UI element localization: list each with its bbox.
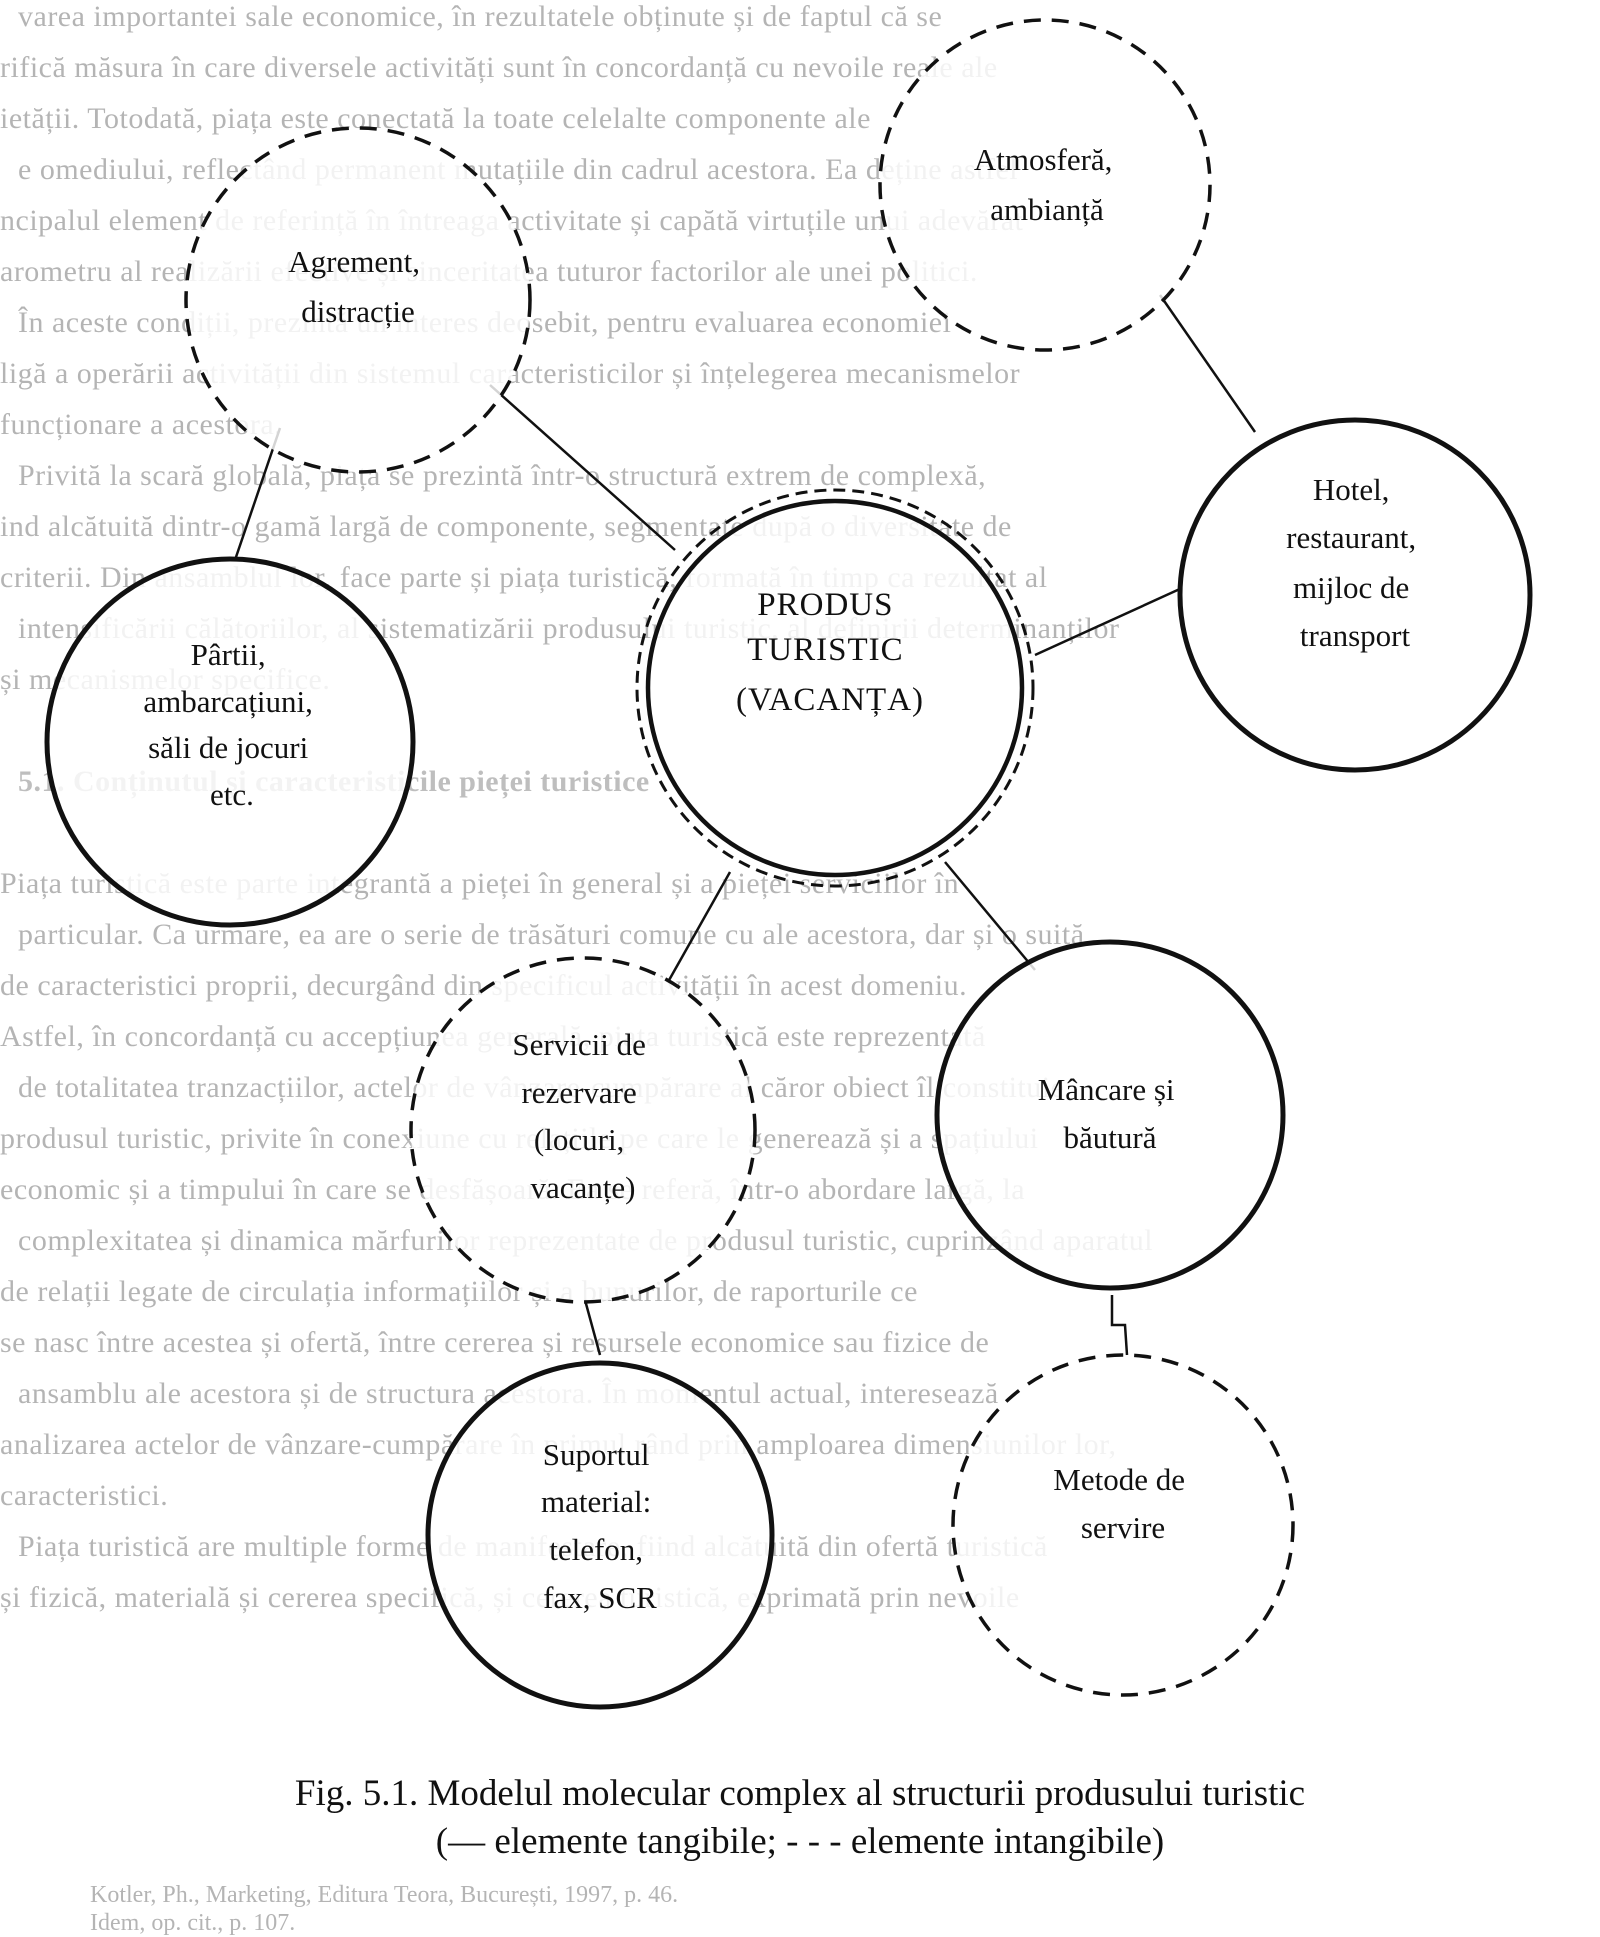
node-atmosfera-circle: [878, 18, 1212, 352]
node-mancare-circle: [934, 939, 1286, 1291]
background-text-line: Privită la scară globală, piața se prezi…: [18, 459, 987, 492]
background-text-line: ietății. Totodată, piața este conectată …: [0, 102, 871, 135]
node-label-line: Mâncare și: [1038, 1072, 1175, 1107]
node-suport: Suportul material: telefon, fax, SCR: [425, 1360, 775, 1710]
node-label-line: fax, SCR: [543, 1580, 657, 1615]
node-label-line: material:: [541, 1484, 651, 1519]
node-label-line: săli de jocuri: [148, 730, 309, 765]
figure-caption-legend: (— elemente tangibile; - - - elemente in…: [435, 1821, 1165, 1862]
node-metode-circle: [951, 1353, 1295, 1697]
node-atmosfera: Atmosferă, ambianță: [878, 18, 1212, 352]
node-label-line: rezervare: [521, 1075, 636, 1110]
center-inner-ring: [645, 498, 1025, 878]
background-text-line: varea importantei sale economice, în rez…: [18, 0, 943, 33]
node-label-line: servire: [1081, 1510, 1165, 1545]
center-label-line: (VACANȚA): [736, 682, 924, 718]
connector-hotel-center: [1034, 586, 1183, 657]
connector-agrement-center: [489, 384, 676, 551]
background-text-line: de relații legate de circulația informaț…: [0, 1275, 918, 1308]
node-label-line: Atmosferă,: [974, 142, 1113, 177]
center-label: PRODUS TURISTIC (VACANȚA): [736, 587, 924, 718]
background-text-line: rifică măsura în care diversele activită…: [0, 51, 998, 84]
node-partii-circle: [44, 556, 416, 928]
node-servicii-label: Servicii de rezervare (locuri, vacanțe): [512, 1027, 653, 1205]
node-atmosfera-label: Atmosferă, ambianță: [974, 142, 1120, 227]
node-label-line: Pârtii,: [191, 637, 266, 672]
node-hotel-label: Hotel, restaurant, mijloc de transport: [1286, 472, 1424, 653]
node-label-line: telefon,: [549, 1532, 643, 1567]
node-servicii: Servicii de rezervare (locuri, vacanțe): [409, 956, 757, 1304]
background-text-line: se nasc între acestea și ofertă, între c…: [0, 1326, 990, 1359]
node-agrement: Agrement, distracție: [184, 126, 532, 474]
node-label-line: băutură: [1064, 1120, 1157, 1155]
connector-agrement-partii: [233, 427, 282, 561]
background-text-line: caracteristici.: [0, 1479, 169, 1512]
figure-caption: Fig. 5.1. Modelul molecular complex al s…: [0, 1770, 1600, 1866]
center-outer-dashed-ring: [635, 488, 1035, 888]
node-label-line: Hotel,: [1313, 472, 1390, 507]
node-metode: Metode de servire: [951, 1353, 1295, 1697]
center-node: PRODUS TURISTIC (VACANȚA): [635, 488, 1035, 888]
node-label-line: vacanțe): [531, 1170, 636, 1205]
node-agrement-circle: [184, 126, 532, 474]
node-label-line: Suportul: [543, 1437, 650, 1472]
connector-lines: [233, 294, 1257, 1356]
footnote-2: Idem, op. cit., p. 107.: [90, 1910, 296, 1936]
node-mancare-label: Mâncare și băutură: [1038, 1072, 1183, 1155]
background-text-line: e omediului, reflectând permanent mutați…: [18, 153, 1019, 186]
node-label-line: ambianță: [990, 192, 1104, 227]
node-suport-label: Suportul material: telefon, fax, SCR: [541, 1437, 659, 1615]
node-label-line: transport: [1300, 618, 1411, 653]
connector-atmosfera-hotel: [1158, 294, 1257, 433]
figure-caption-title: Fig. 5.1. Modelul molecular complex al s…: [294, 1773, 1306, 1814]
connector-center-mancare: [944, 861, 1036, 971]
node-label-line: ambarcațiuni,: [143, 684, 313, 719]
node-label-line: (locuri,: [534, 1122, 624, 1157]
node-hotel: Hotel, restaurant, mijloc de transport: [1177, 417, 1533, 773]
node-label-line: mijloc de: [1293, 570, 1409, 605]
node-partii-label: Pârtii, ambarcațiuni, săli de jocuri etc…: [143, 637, 320, 812]
center-label-line: PRODUS: [757, 587, 893, 623]
connector-center-servicii: [666, 871, 732, 983]
node-hotel-circle: [1177, 417, 1533, 773]
footnote-1: Kotler, Ph., Marketing, Editura Teora, B…: [90, 1882, 679, 1908]
connector-mancare-metode: [1110, 1295, 1129, 1356]
connector-servicii-suport: [583, 1299, 602, 1356]
node-agrement-label: Agrement, distracție: [288, 244, 427, 329]
node-mancare: Mâncare și băutură: [934, 939, 1286, 1291]
node-metode-label: Metode de servire: [1053, 1462, 1192, 1545]
node-label-line: distracție: [301, 294, 415, 329]
node-label-line: Servicii de: [512, 1027, 645, 1062]
node-label-line: Metode de: [1053, 1462, 1185, 1497]
node-label-line: restaurant,: [1286, 520, 1416, 555]
node-label-line: etc.: [210, 777, 254, 812]
center-label-line: TURISTIC: [747, 632, 904, 668]
node-label-line: Agrement,: [288, 244, 420, 279]
node-partii: Pârtii, ambarcațiuni, săli de jocuri etc…: [44, 556, 416, 928]
node-suport-circle: [425, 1360, 775, 1710]
node-servicii-circle: [409, 956, 757, 1304]
